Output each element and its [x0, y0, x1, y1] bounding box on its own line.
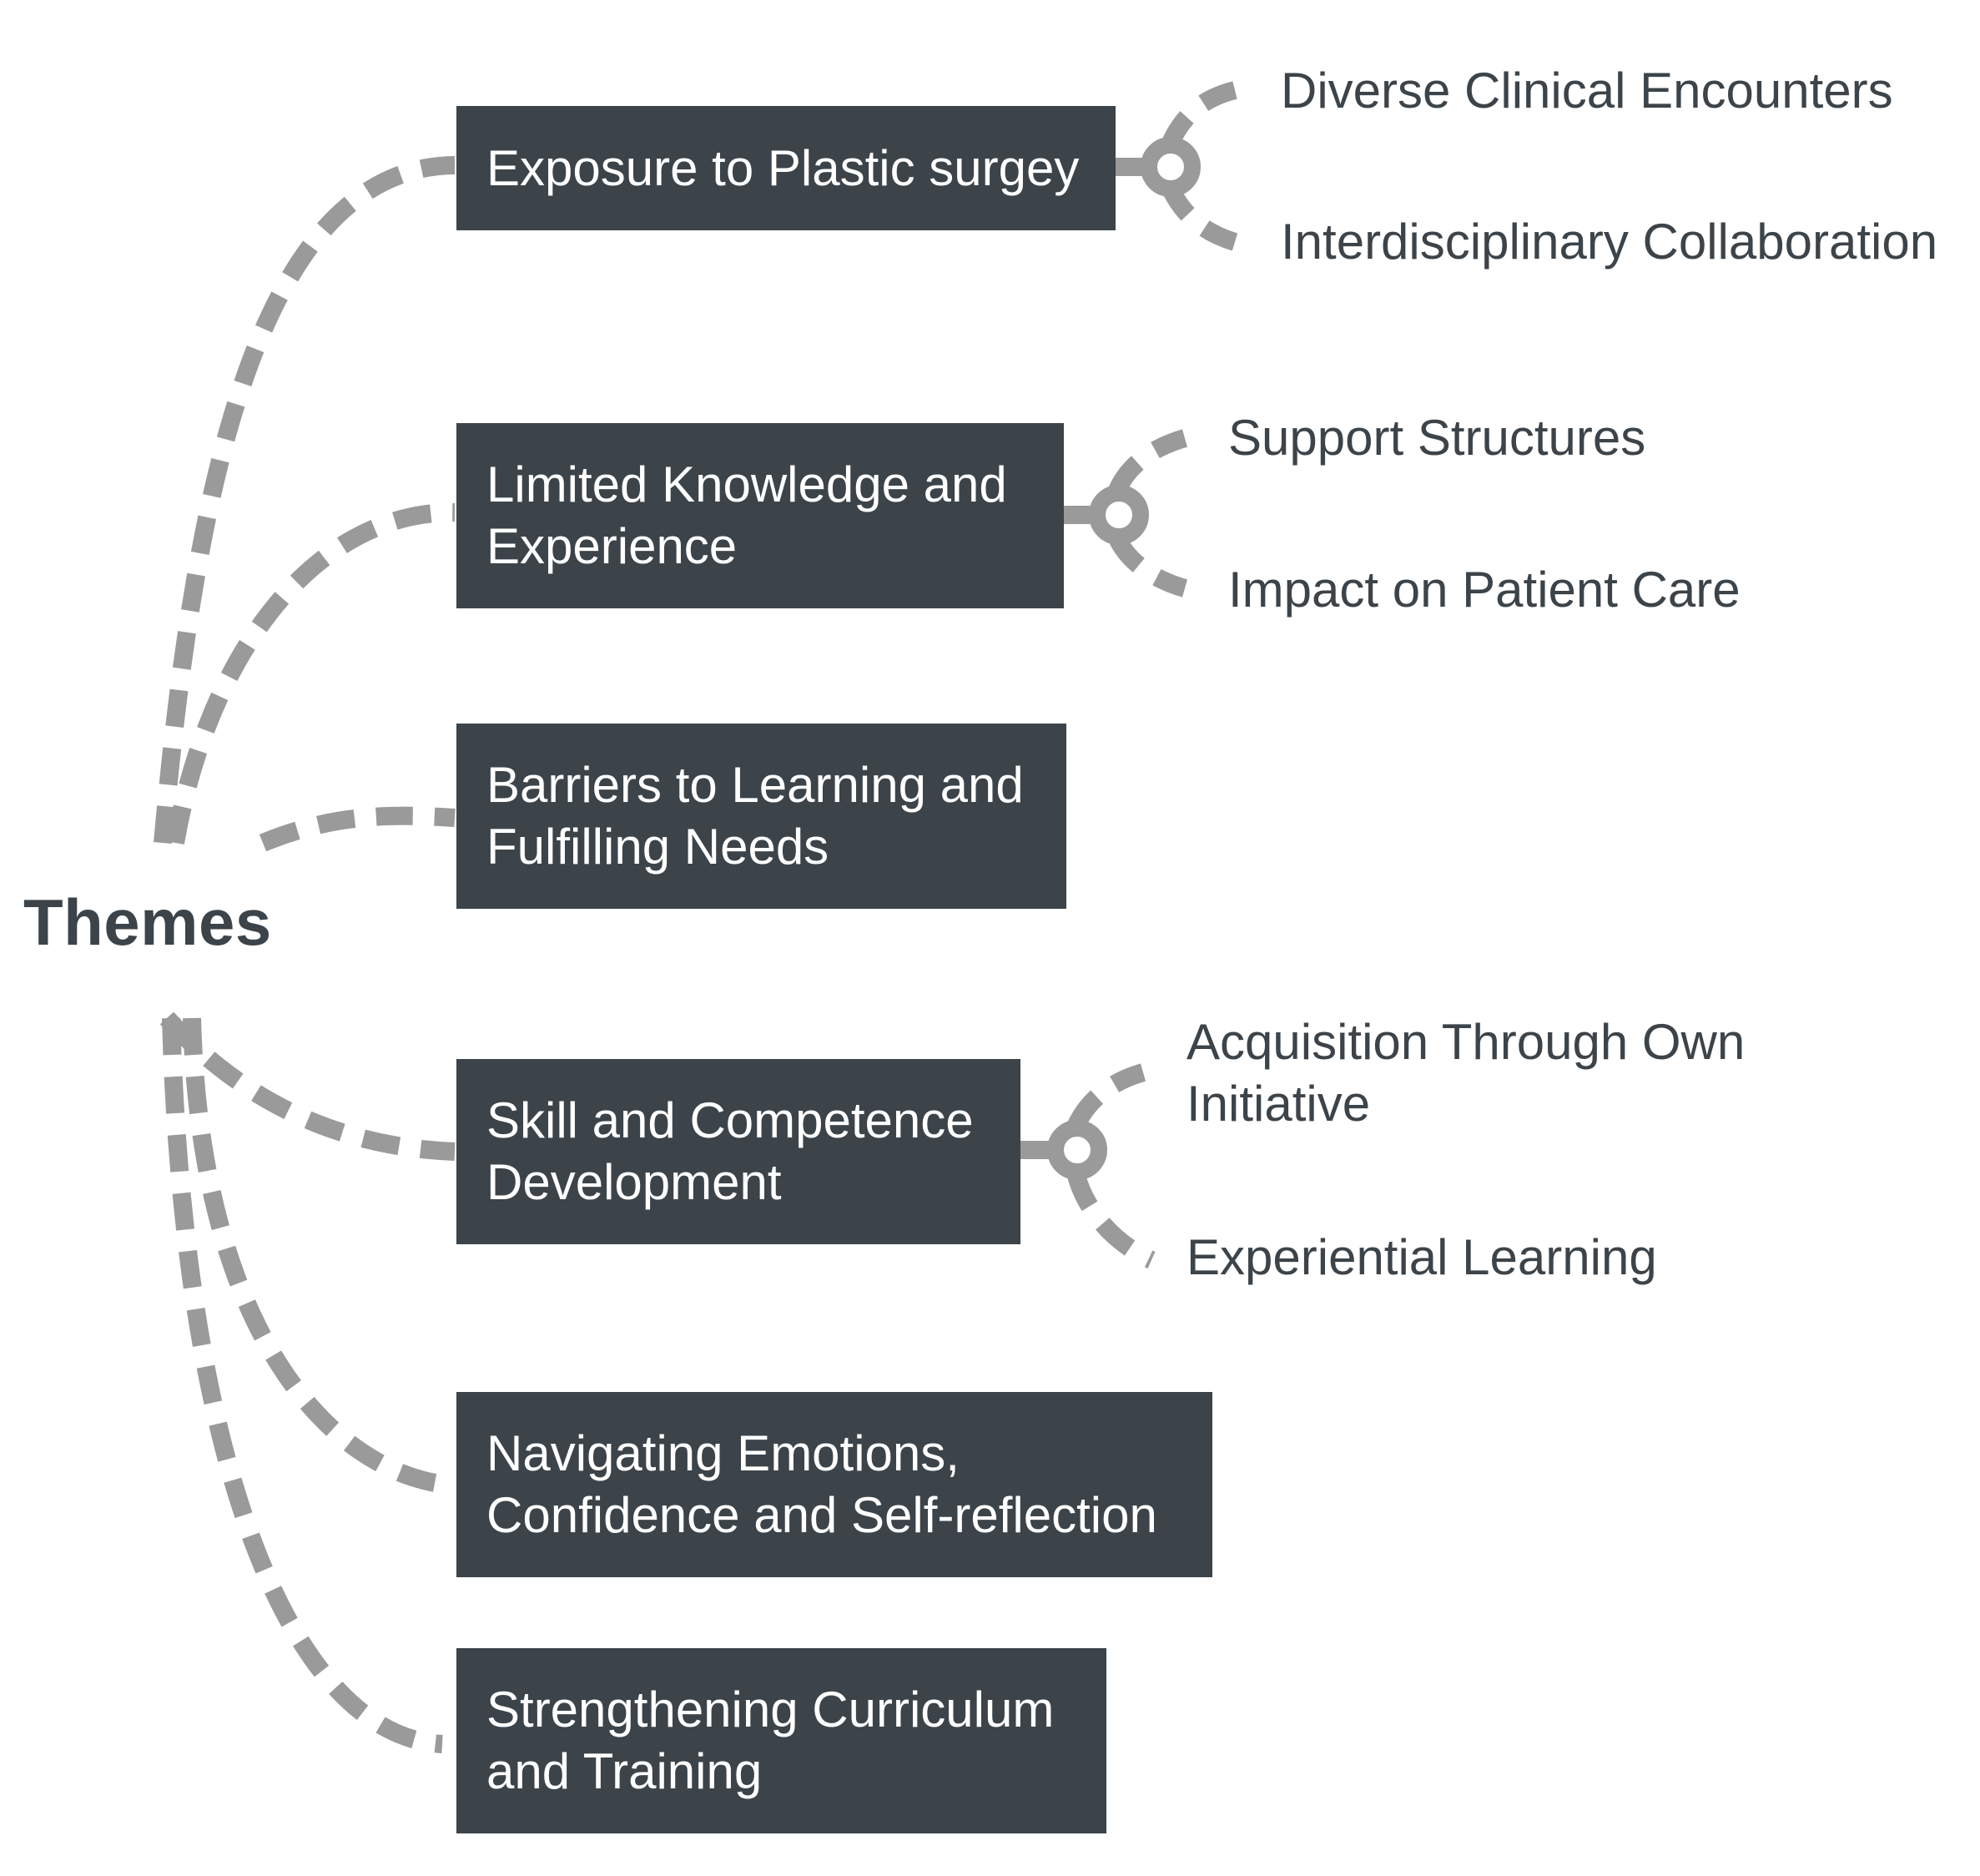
- theme-box: Barriers to Learning and Fulfilling Need…: [456, 724, 1066, 909]
- theme-box: Strengthening Curriculum and Training: [456, 1648, 1106, 1833]
- connector-theme-2-sub-1: [1107, 429, 1188, 497]
- connector-root-theme-3: [259, 806, 456, 852]
- connector-root-theme-6: [162, 1017, 443, 1753]
- theme-box: Navigating Emotions, Confidence and Self…: [456, 1392, 1212, 1577]
- connector-root-theme-5: [183, 1017, 456, 1495]
- connector-theme-4-sub-1: [1066, 1063, 1146, 1131]
- connector-theme-4-sub-2: [1066, 1170, 1156, 1269]
- connector-root-theme-1: [154, 156, 456, 844]
- theme-label: Barriers to Learning and Fulfilling Need…: [486, 757, 1024, 875]
- subtheme-label: Interdisciplinary Collaboration: [1281, 214, 1938, 270]
- connector-theme-2-sub-2: [1107, 532, 1188, 598]
- connector-root-theme-2: [166, 502, 456, 845]
- theme-label: Limited Knowledge and Experience: [486, 456, 1007, 574]
- theme-label: Skill and Competence Development: [486, 1092, 974, 1210]
- subtheme-label: Diverse Clinical Encounters: [1281, 63, 1893, 119]
- theme-label: Strengthening Curriculum and Training: [486, 1682, 1055, 1799]
- theme-label: Exposure to Plastic surgey: [486, 139, 1080, 196]
- branch-node-theme-1: [1141, 137, 1201, 197]
- theme-box: Skill and Competence Development: [456, 1059, 1020, 1244]
- branch-node-theme-4: [1047, 1120, 1107, 1180]
- theme-box: Exposure to Plastic surgey: [456, 106, 1116, 230]
- connector-root-theme-4: [159, 1011, 456, 1161]
- subtheme-label: Support Structures: [1228, 410, 1646, 466]
- subtheme-label: Acquisition Through Own Initiative: [1186, 1014, 1746, 1132]
- subtheme-label: Impact on Patient Care: [1228, 562, 1741, 618]
- theme-label: Navigating Emotions, Confidence and Self…: [486, 1425, 1157, 1543]
- root-label: Themes: [23, 885, 272, 959]
- subtheme-label: Experiential Learning: [1186, 1229, 1657, 1285]
- theme-box: Limited Knowledge and Experience: [456, 423, 1064, 608]
- branch-node-theme-2: [1089, 485, 1149, 545]
